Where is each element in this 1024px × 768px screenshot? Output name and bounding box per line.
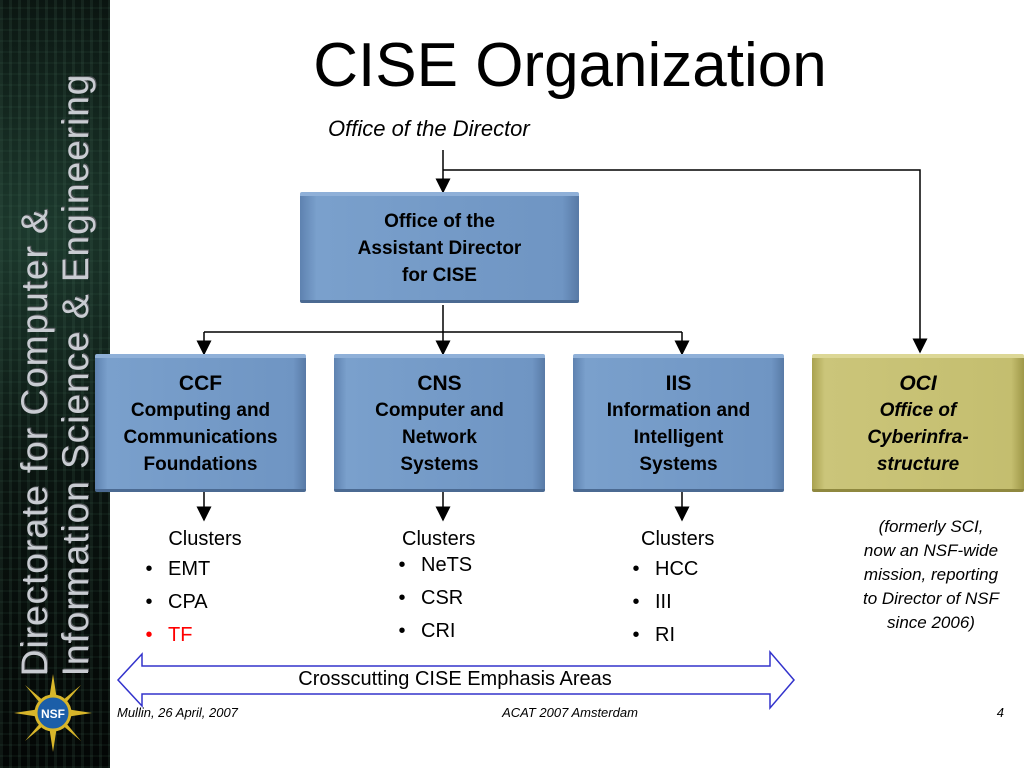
division-name-line: Cyberinfra- (867, 426, 969, 448)
list-item: • CPA (130, 586, 280, 619)
cluster-item-label: TF (168, 624, 193, 646)
oci-note-line: since 2006) (887, 613, 975, 632)
cluster-item-label: EMT (168, 558, 211, 580)
list-item: • CSR (383, 582, 533, 615)
assistant-director-box: Office of the Assistant Director for CIS… (300, 192, 579, 303)
cluster-item-label: III (655, 591, 672, 613)
division-box-oci: OCI Office of Cyberinfra- structure (812, 354, 1024, 492)
division-abbr: IIS (665, 371, 692, 395)
division-name-line: Computing and (130, 399, 271, 421)
bullet: • (398, 554, 406, 576)
clusters-iis: Clusters • HCC • III • RI (617, 528, 767, 652)
oci-note: (formerly SCI, now an NSF-wide mission, … (838, 515, 1024, 635)
clusters-cns: Clusters • NeTS • CSR • CRI (383, 528, 533, 648)
cluster-item-label: HCC (655, 558, 699, 580)
bullet: • (145, 558, 153, 580)
cluster-item-label: RI (655, 624, 675, 646)
division-name-line: Systems (400, 453, 479, 475)
list-item: • TF (130, 619, 280, 652)
division-abbr: OCI (899, 371, 937, 395)
division-name-line: Foundations (143, 453, 258, 475)
cluster-item-label: CPA (168, 591, 208, 613)
list-item: • NeTS (383, 549, 533, 582)
division-name-line: Network (402, 426, 477, 448)
division-box-cns: CNS Computer and Network Systems (334, 354, 545, 492)
oci-note-line: (formerly SCI, (878, 517, 984, 536)
ad-line-1: Office of the (384, 210, 495, 232)
division-name-line: structure (876, 453, 960, 475)
cluster-item-label: CRI (421, 620, 456, 642)
oci-note-line: now an NSF-wide (863, 541, 999, 560)
nsf-logo: NSF (14, 674, 92, 752)
division-name-line: Office of (879, 399, 957, 421)
svg-text:NSF: NSF (41, 707, 65, 721)
cluster-item-label: NeTS (421, 554, 473, 576)
division-name-line: Communications (123, 426, 278, 448)
ad-line-2: Assistant Director (357, 237, 522, 259)
list-item: • CRI (383, 615, 533, 648)
division-name-line: Information and (606, 399, 751, 421)
division-box-ccf: CCF Computing and Communications Foundat… (95, 354, 306, 492)
list-item: • III (617, 586, 767, 619)
crosscutting-label: Crosscutting CISE Emphasis Areas (298, 668, 612, 690)
bullet: • (145, 624, 153, 646)
footer-event: ACAT 2007 Amsterdam (502, 705, 638, 720)
clusters-heading: Clusters (168, 528, 242, 550)
division-box-iis: IIS Information and Intelligent Systems (573, 354, 784, 492)
bullet: • (632, 558, 640, 580)
cluster-item-label: CSR (421, 587, 464, 609)
sidebar-banner: Directorate for Computer & Information S… (0, 0, 110, 768)
division-name-line: Computer and (375, 399, 504, 421)
oci-note-line: to Director of NSF (862, 589, 1000, 608)
bullet: • (398, 587, 406, 609)
clusters-heading: Clusters (402, 528, 476, 550)
list-item: • EMT (130, 553, 280, 586)
ad-line-3: for CISE (402, 264, 477, 286)
footer-author-date: Mullin, 26 April, 2007 (117, 705, 238, 720)
division-abbr: CCF (178, 371, 223, 395)
bullet: • (632, 624, 640, 646)
oci-note-line: mission, reporting (863, 565, 999, 584)
bullet: • (632, 591, 640, 613)
bullet: • (398, 620, 406, 642)
division-name-line: Intelligent (633, 426, 724, 448)
page-title: CISE Organization (313, 31, 827, 100)
office-of-director-label: Office of the Director (328, 116, 530, 141)
list-item: • HCC (617, 553, 767, 586)
division-name-line: Systems (639, 453, 718, 475)
crosscutting-double-arrow (116, 649, 795, 711)
clusters-heading: Clusters (641, 528, 715, 550)
clusters-ccf: Clusters • EMT • CPA • TF (130, 528, 280, 652)
bullet: • (145, 591, 153, 613)
footer-page-number: 4 (996, 705, 1004, 720)
division-abbr: CNS (417, 371, 462, 395)
list-item: • RI (617, 619, 767, 652)
